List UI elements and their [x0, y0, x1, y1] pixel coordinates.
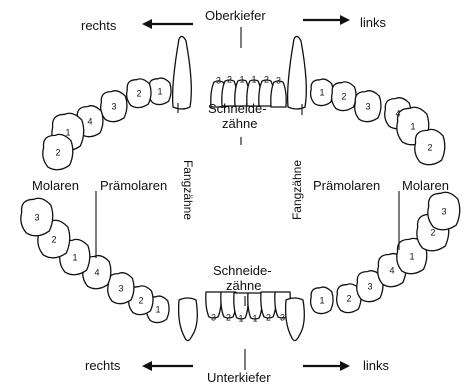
lower-incisor-number: 2	[266, 312, 271, 322]
lower-right-premolar-number: 4	[94, 267, 99, 277]
upper-left-molar-number: 1	[410, 121, 415, 131]
upper-incisors-label-line1: Schneide-	[208, 101, 267, 116]
upper-left-premolar-number: 2	[341, 91, 346, 101]
upper-right-molar-number: 1	[65, 127, 70, 137]
upper-right-molar-number: 2	[55, 147, 60, 157]
canines-right-label: Fangzähne	[181, 156, 195, 224]
upper-incisor-number: 1	[251, 74, 256, 84]
upper-incisor-number: 1	[239, 74, 244, 84]
upper-incisor-number: 3	[216, 75, 221, 85]
lower-incisor-number: 1	[238, 313, 243, 323]
upper-jaw-label: Oberkiefer	[205, 8, 266, 23]
molars-right-label: Molaren	[32, 178, 79, 193]
upper-incisor-number: 2	[227, 74, 232, 84]
upper-right-direction-label: rechts	[81, 18, 116, 33]
lower-canine-tooth	[286, 298, 305, 341]
canines-left-label: Fangzähne	[290, 156, 304, 224]
arrow-head	[340, 15, 350, 25]
lower-right-premolar-number: 2	[138, 295, 143, 305]
upper-right-premolar-number: 1	[157, 86, 162, 96]
lower-incisor-number: 3	[280, 312, 285, 322]
arrow-head	[142, 361, 152, 371]
lower-left-premolar-number: 3	[367, 281, 372, 291]
upper-incisor-number: 3	[276, 75, 281, 85]
upper-canine-tooth	[173, 36, 192, 109]
lower-left-molar-number: 2	[430, 227, 435, 237]
upper-incisor-number: 2	[264, 74, 269, 84]
lower-right-molar-number: 2	[51, 234, 56, 244]
upper-canine-tooth	[288, 36, 307, 109]
upper-left-molar-number: 2	[427, 142, 432, 152]
upper-right-premolar-number: 4	[87, 116, 92, 126]
upper-left-premolar-number: 4	[395, 108, 400, 118]
lower-left-molar-number: 1	[409, 251, 414, 261]
lower-incisor-number: 3	[211, 312, 216, 322]
lower-jaw-label: Unterkiefer	[207, 370, 271, 385]
upper-left-premolar-number: 1	[319, 87, 324, 97]
lower-left-premolar-number: 2	[346, 293, 351, 303]
arrow-head	[340, 361, 350, 371]
lower-canine-tooth	[179, 298, 198, 341]
lower-right-premolar-number: 3	[118, 283, 123, 293]
upper-incisors-label-line2: zähne	[222, 116, 257, 131]
upper-right-premolar-number: 2	[136, 88, 141, 98]
lower-right-direction-label: rechts	[85, 358, 120, 373]
lower-incisors-label-line1: Schneide-	[213, 263, 272, 278]
upper-left-premolar-number: 3	[365, 101, 370, 111]
premolars-right-label: Prämolaren	[100, 178, 167, 193]
lower-incisors-label-line2: zähne	[226, 278, 261, 293]
molars-left-label: Molaren	[402, 178, 449, 193]
lower-left-molar-number: 3	[441, 206, 446, 216]
lower-right-premolar-number: 1	[155, 304, 160, 314]
lower-right-molar-number: 3	[34, 212, 39, 222]
upper-left-direction-label: links	[360, 15, 386, 30]
lower-left-premolar-number: 4	[389, 265, 394, 275]
lower-left-direction-label: links	[363, 358, 389, 373]
arrow-head	[142, 19, 152, 29]
lower-right-molar-number: 1	[72, 252, 77, 262]
upper-right-premolar-number: 3	[111, 101, 116, 111]
lower-incisor-number: 1	[252, 313, 257, 323]
lower-left-premolar-number: 1	[319, 295, 324, 305]
premolars-left-label: Prämolaren	[313, 178, 380, 193]
lower-incisor-number: 2	[226, 312, 231, 322]
